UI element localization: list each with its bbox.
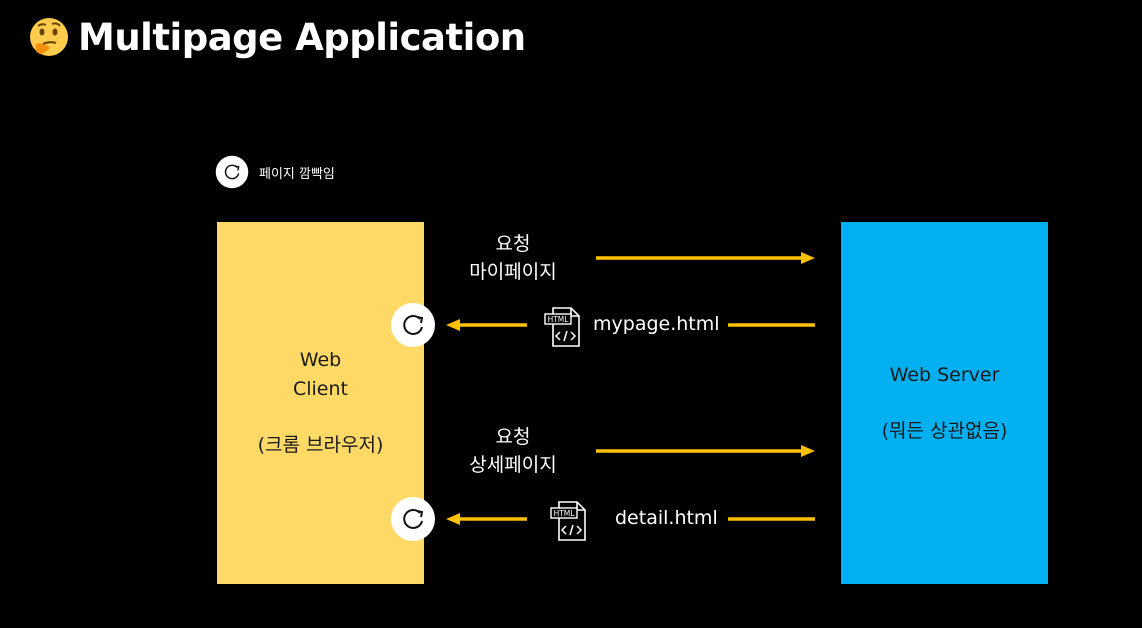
html-file-icon: HTML [550, 501, 586, 541]
title-row: Multipage Application [28, 12, 526, 62]
response-arrow-mypage [446, 319, 815, 331]
file-icon-label: HTML [548, 315, 570, 324]
reload-icon [391, 303, 435, 347]
response-file-mypage: mypage.html [593, 313, 720, 335]
server-label-line1: Web Server [889, 363, 1000, 386]
reload-icon [391, 497, 435, 541]
request-label-line2: 마이페이지 [469, 261, 557, 283]
request-label-line1: 요청 [495, 426, 531, 448]
web-client-box: Web Client (크롬 브라우저) [217, 222, 424, 584]
file-icon-label: HTML [554, 509, 576, 518]
server-label-line2: (뭐든 상관없음) [881, 419, 1008, 442]
request-arrow-detail [596, 445, 815, 457]
response-file-detail: detail.html [615, 507, 718, 529]
request-arrow-mypage [596, 252, 815, 264]
request-label-detail: 요청 상세페이지 [438, 423, 588, 479]
html-file-icon: HTML [544, 307, 580, 347]
legend: 페이지 깜빡임 [215, 155, 335, 189]
legend-label: 페이지 깜빡임 [259, 166, 335, 182]
client-label-line3: (크롬 브라우저) [257, 434, 384, 456]
request-label-line1: 요청 [495, 233, 531, 255]
web-server-box: Web Server (뭐든 상관없음) [841, 222, 1048, 584]
page-title: Multipage Application [78, 15, 526, 59]
client-label-line2: Client [292, 378, 348, 400]
client-label-line1: Web [299, 349, 342, 371]
request-label-mypage: 요청 마이페이지 [438, 230, 588, 286]
request-label-line2: 상세페이지 [469, 454, 557, 476]
reload-icon [215, 155, 249, 189]
response-arrow-detail [446, 513, 815, 525]
thinking-face-icon [30, 18, 68, 56]
